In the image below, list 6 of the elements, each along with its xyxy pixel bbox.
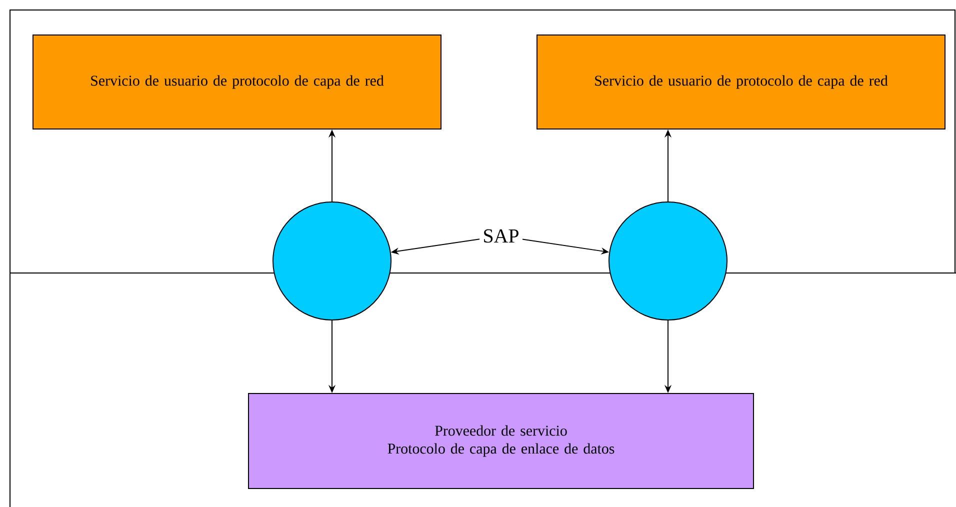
- sap-label: SAP: [480, 226, 522, 246]
- access-point-circle: [608, 202, 728, 320]
- service-box: Proveedor de servicio Protocolo de capa de enlace de datos: [248, 393, 754, 489]
- service-box: Servicio de usuario de protocolo de capa de red: [536, 34, 946, 130]
- access-point-circle: [272, 202, 392, 320]
- service-box: Servicio de usuario de protocolo de capa de red: [32, 34, 442, 130]
